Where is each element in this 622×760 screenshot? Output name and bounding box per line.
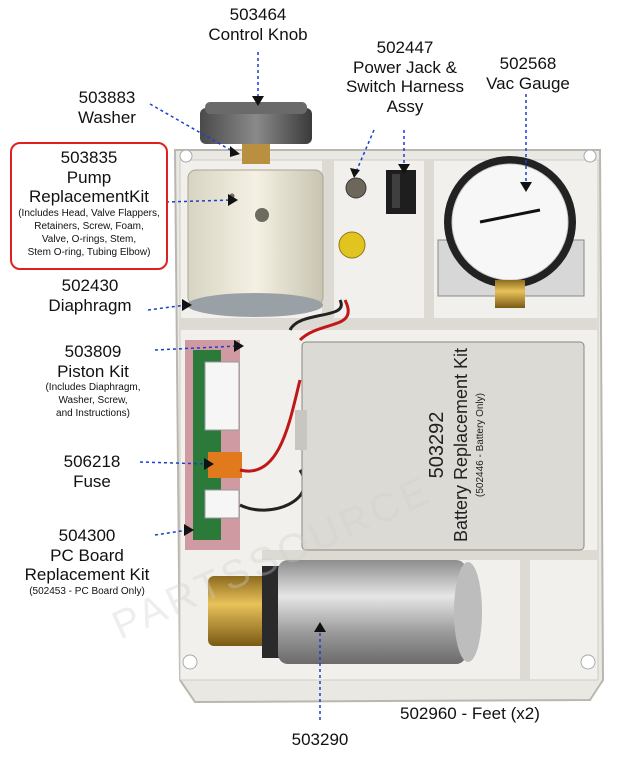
pump-kit-name-1: Pump — [66, 167, 112, 187]
pump-assembly — [187, 102, 324, 317]
fuse-part: 506218 — [63, 452, 121, 471]
label-motor: 503290 — [280, 730, 360, 750]
power-jack-switch — [288, 170, 416, 342]
power-jack-name-1: Power Jack & — [353, 57, 457, 77]
leader-power-jack — [355, 129, 375, 173]
piston-kit-detail-1: (Includes Diaphragm, — [45, 382, 141, 394]
vac-gauge-part: 502568 — [499, 54, 557, 73]
leader-diaphragm — [147, 304, 187, 311]
piston-kit-part: 503809 — [64, 342, 122, 361]
label-washer: 503883 Washer — [52, 88, 162, 127]
battery-part-number: 503292 — [426, 412, 448, 479]
pump-kit-part: 503835 — [60, 148, 118, 167]
diaphragm-part: 502430 — [61, 276, 119, 295]
leader-lines — [139, 52, 527, 720]
power-jack-part: 502447 — [376, 38, 434, 57]
leader-pump — [165, 199, 233, 203]
label-control-knob: 503464 Control Knob — [198, 5, 318, 44]
motor-part: 503290 — [291, 730, 349, 749]
label-pump-kit: 503835 Pump ReplacementKit (Includes Hea… — [12, 148, 166, 259]
battery — [295, 341, 585, 551]
washer-part: 503883 — [78, 88, 136, 107]
label-feet: 502960 - Feet (x2) — [400, 704, 540, 723]
label-diaphragm: 502430 Diaphragm — [34, 276, 146, 315]
diaphragm-name: Diaphragm — [48, 295, 132, 315]
label-piston-kit: 503809 Piston Kit (Includes Diaphragm, W… — [30, 342, 156, 420]
control-knob-name: Control Knob — [208, 24, 308, 44]
label-pc-board: 504300 PC Board Replacement Kit (502453 … — [12, 526, 162, 598]
washer-name: Washer — [78, 107, 136, 127]
piston-kit-detail-3: and Instructions) — [56, 408, 130, 420]
battery-name: Battery Replacement Kit — [451, 348, 471, 542]
pc-board-name-2: Replacement Kit — [24, 565, 150, 585]
pc-board — [185, 340, 307, 550]
leader-piston — [154, 345, 239, 351]
pc-board-part: 504300 — [58, 526, 116, 545]
label-power-jack: 502447 Power Jack & Switch Harness Assy — [330, 38, 480, 116]
motor — [208, 560, 482, 664]
label-vac-gauge: 502568 Vac Gauge — [478, 54, 578, 93]
fuse-name: Fuse — [73, 471, 111, 491]
pump-kit-callout-box — [10, 142, 168, 270]
pump-kit-detail-4: Stem O-ring, Tubing Elbow) — [27, 246, 151, 258]
piston-kit-name: Piston Kit — [57, 361, 129, 381]
control-knob-part: 503464 — [229, 5, 287, 24]
leader-arrowheads — [182, 96, 532, 632]
power-jack-name-3: Assy — [386, 96, 424, 116]
label-fuse: 506218 Fuse — [44, 452, 140, 491]
leader-washer — [149, 103, 235, 153]
piston-kit-detail-2: Washer, Screw, — [58, 395, 128, 407]
vac-gauge-name: Vac Gauge — [486, 73, 570, 93]
power-jack-name-2: Switch Harness — [345, 77, 465, 97]
pump-kit-detail-1: (Includes Head, Valve Flappers, — [18, 207, 160, 219]
vac-gauge — [437, 156, 585, 308]
pump-kit-name-2: ReplacementKit — [28, 187, 149, 207]
pc-board-detail: (502453 - PC Board Only) — [29, 585, 145, 597]
pump-kit-detail-3: Valve, O-rings, Stem, — [41, 233, 137, 245]
pc-board-name-1: PC Board — [50, 545, 124, 565]
leader-fuse — [139, 461, 209, 465]
pump-kit-detail-2: Retainers, Screw, Foam, — [34, 220, 144, 232]
battery-detail: (502446 - Battery Only) — [475, 393, 486, 497]
